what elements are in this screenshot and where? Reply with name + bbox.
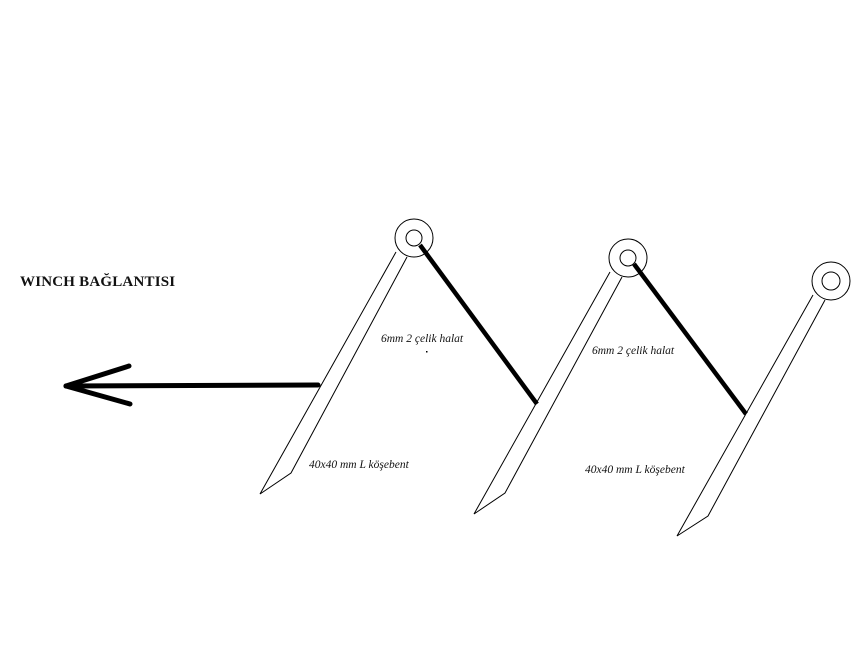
stray-dot [426,351,428,353]
diagram-title: WINCH BAĞLANTISI [20,274,176,290]
rope-label-2: 6mm 2 çelik halat [592,345,675,357]
steel-ropes [418,243,748,416]
stake-1-body [259,251,408,495]
stake-2 [473,238,648,515]
stake-2-ring-outer [608,238,648,278]
stake-3-ring-outer [811,261,851,301]
arrow-barb-upper [63,363,132,389]
angle-iron-label-2: 40x40 mm L köşebent [585,464,685,476]
winch-arrow [63,363,321,407]
rope-1 [418,243,539,406]
stake-3-ring-inner [821,271,841,291]
stake-3 [676,261,851,537]
angle-iron-label-1: 40x40 mm L köşebent [309,459,409,471]
arrow-barb-lower [63,383,133,407]
stake-1 [259,218,434,495]
rope-2 [632,262,748,416]
stake-1-ring-inner [405,229,423,247]
stake-1-ring-outer [394,218,434,258]
stake-2-body [473,271,623,515]
stake-3-body [676,294,826,537]
arrow-shaft [63,382,321,389]
rope-label-1: 6mm 2 çelik halat [381,333,464,345]
stake-2-ring-inner [619,249,637,267]
